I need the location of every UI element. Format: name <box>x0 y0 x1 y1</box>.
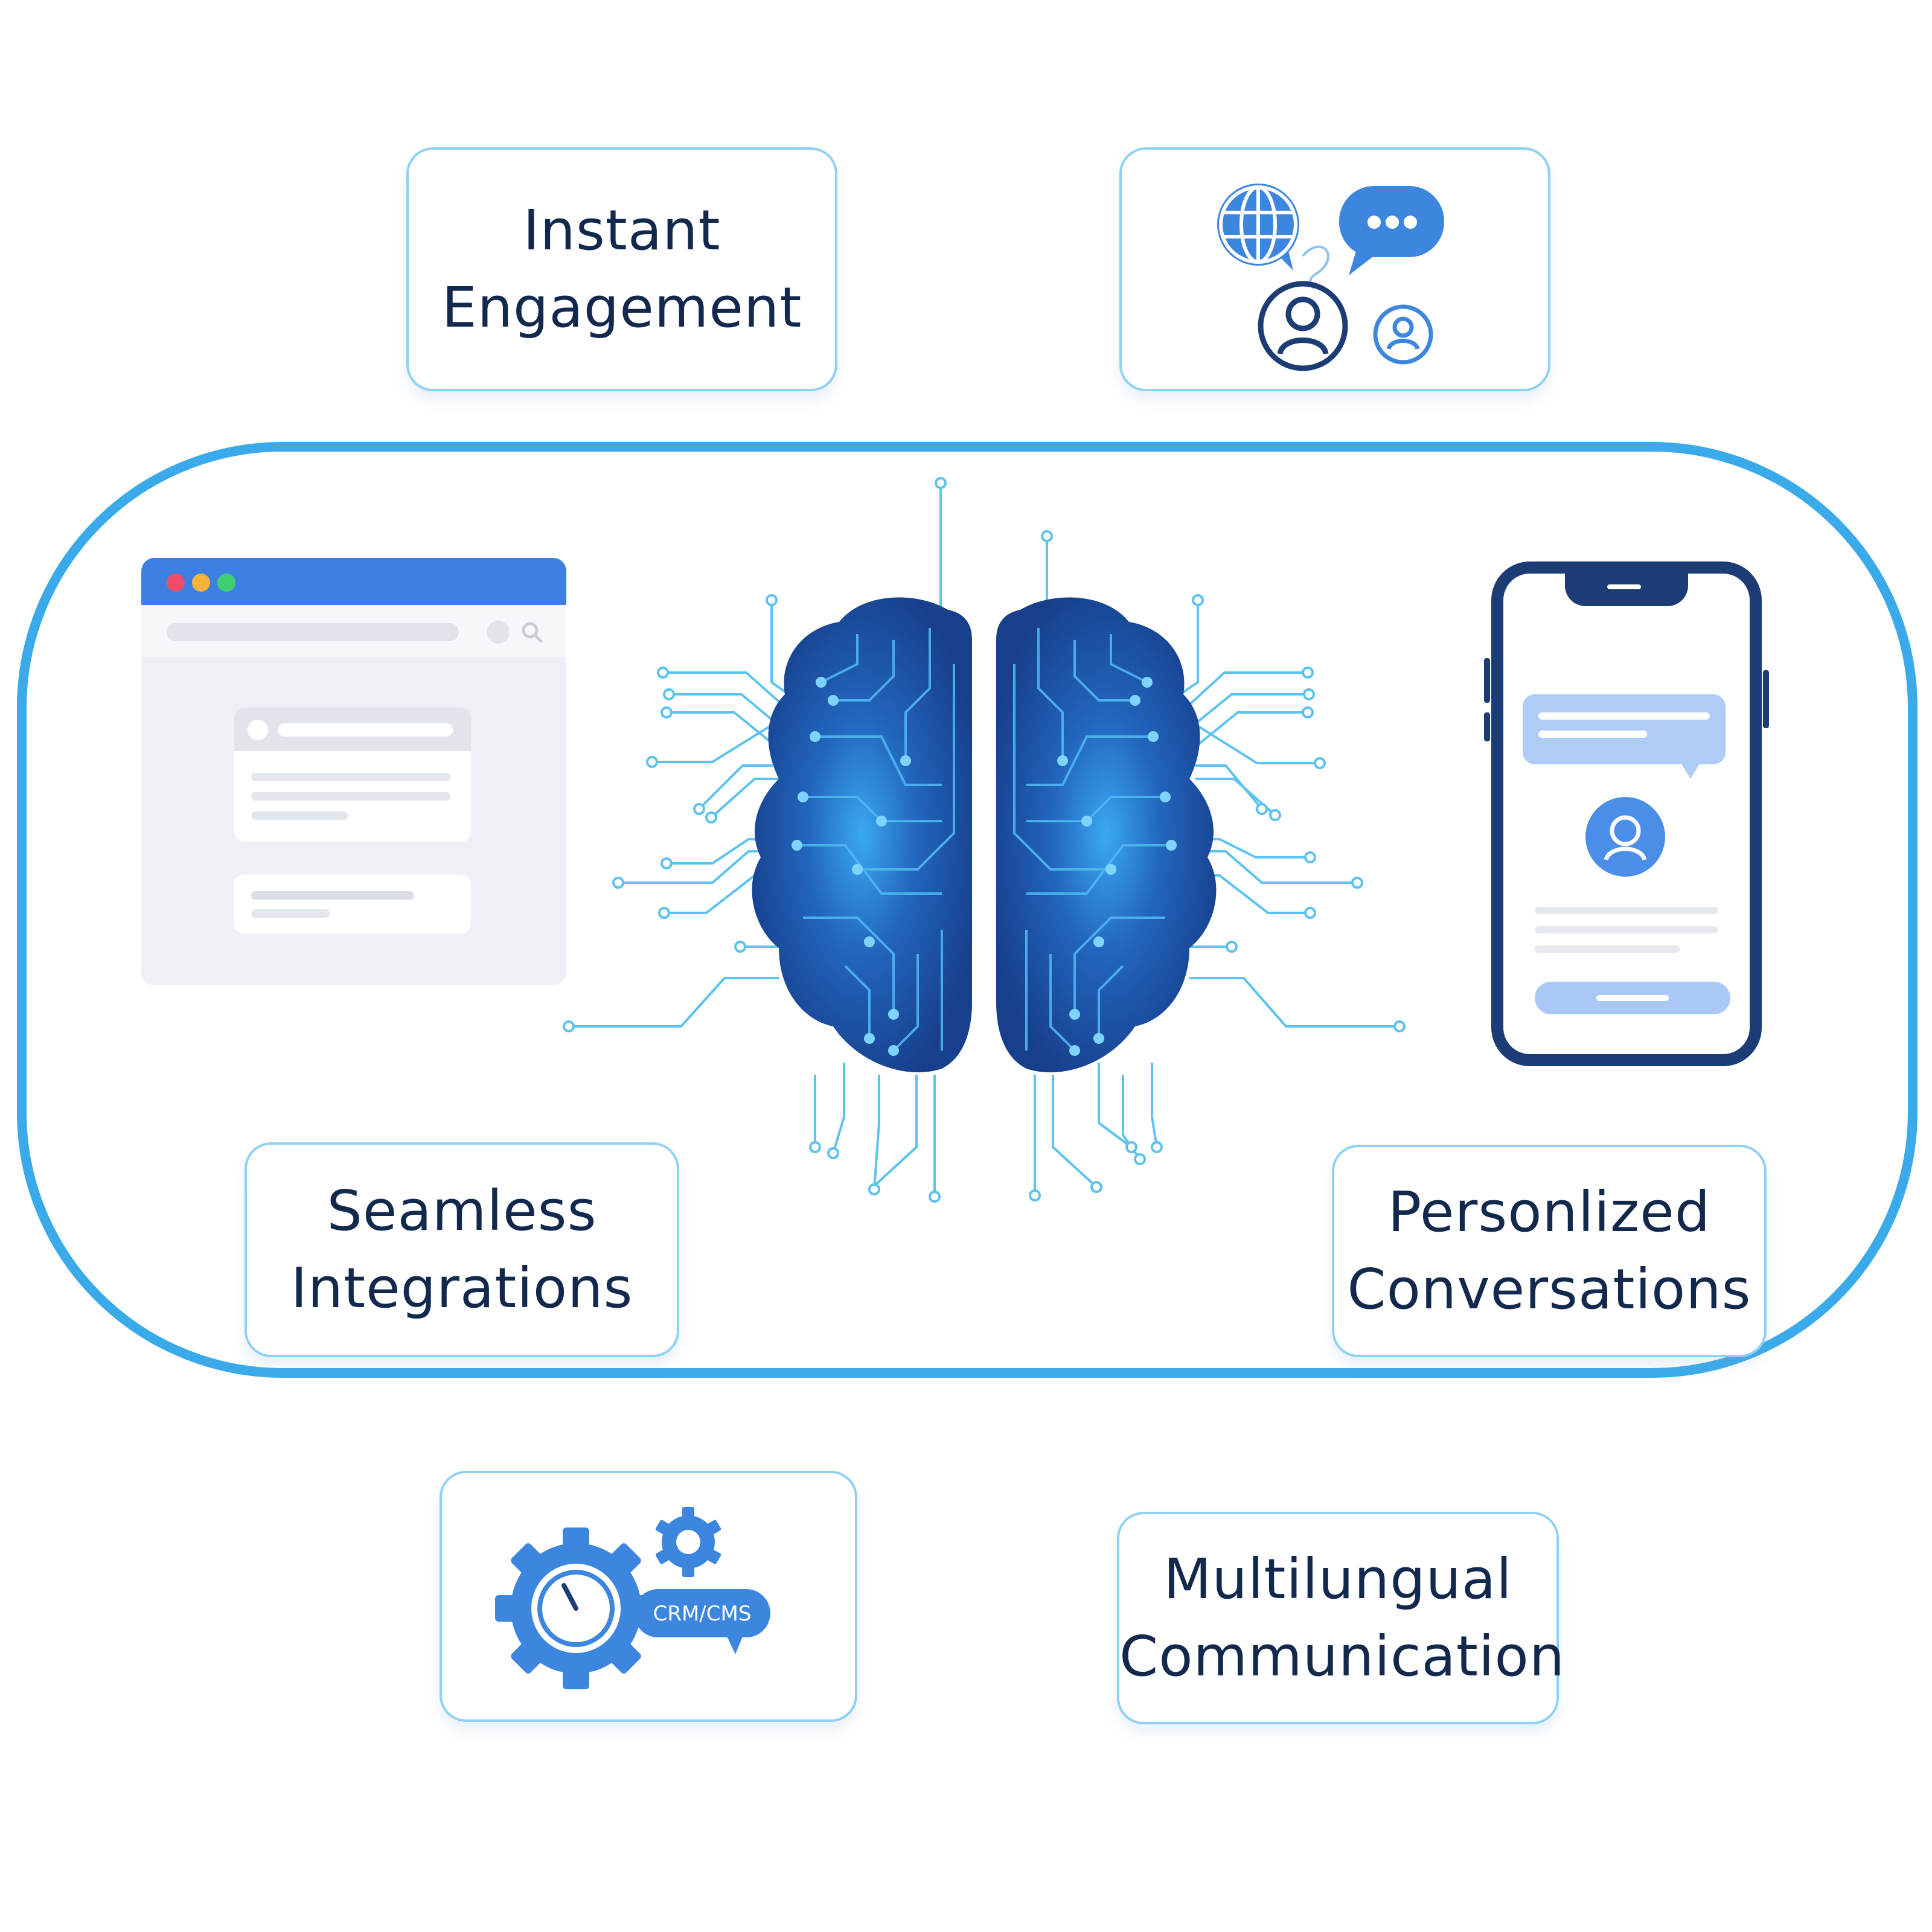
browser-title-bar <box>141 558 566 605</box>
browser-button <box>487 621 510 644</box>
gauge-icon <box>531 1564 621 1653</box>
personalized-conversations-label: Personlized Conversations <box>1334 1174 1764 1328</box>
phone-chat-bubble <box>1523 694 1726 764</box>
search-icon <box>522 622 543 643</box>
phone-side-button <box>1484 658 1490 703</box>
crm-integration-card[interactable]: CRM/CMS <box>440 1471 857 1722</box>
phone-side-button-2 <box>1484 712 1490 741</box>
seamless-integrations-line-2: Integrations <box>290 1256 633 1320</box>
multilingual-communication-line-1: Multilungual <box>1163 1547 1512 1611</box>
crm-icon-group: CRM/CMS <box>495 1507 770 1689</box>
small-gear-icon <box>655 1507 721 1577</box>
multilingual-communication-label: Multilungual Communication <box>1119 1541 1566 1695</box>
browser-close-dot <box>167 574 185 592</box>
content-panel-secondary <box>234 874 471 933</box>
browser-maximize-dot <box>217 574 235 592</box>
user-circle-icon <box>1258 281 1348 371</box>
seamless-integrations-label: Seamless Integrations <box>247 1172 677 1327</box>
multilingual-users-card[interactable] <box>1119 147 1550 391</box>
globe-icon <box>1217 184 1299 270</box>
multilingual-communication-card[interactable]: Multilungual Communication <box>1117 1512 1566 1724</box>
left-hemisphere <box>752 597 972 1073</box>
browser-minimize-dot <box>192 574 210 592</box>
instant-engagement-card[interactable]: Instant Engagement <box>406 147 837 391</box>
phone-action-button <box>1535 982 1730 1014</box>
crm-badge-label: CRM/CMS <box>653 1602 752 1626</box>
content-panel <box>234 708 471 842</box>
seamless-integrations-line-1: Seamless <box>327 1179 597 1243</box>
crm-badge: CRM/CMS <box>634 1589 770 1654</box>
instant-engagement-line-1: Instant <box>523 198 721 263</box>
platform-frame <box>17 442 1918 1378</box>
smartphone-chat-icon <box>1491 561 1762 1066</box>
user-circle-small-icon <box>1373 304 1433 365</box>
seamless-integrations-card[interactable]: Seamless Integrations <box>245 1142 679 1357</box>
chat-bubble-icon <box>1339 186 1444 275</box>
right-hemisphere <box>996 597 1217 1073</box>
browser-window-icon <box>141 558 566 985</box>
instant-engagement-label: Instant Engagement <box>409 192 835 347</box>
personalized-conversations-line-2: Conversations <box>1347 1257 1751 1322</box>
phone-avatar-icon <box>1585 797 1665 877</box>
phone-notch <box>1565 571 1688 606</box>
personalized-conversations-line-1: Personlized <box>1387 1180 1711 1244</box>
phone-power-button <box>1763 670 1769 728</box>
users-icon-group <box>1217 184 1444 371</box>
personalized-conversations-card[interactable]: Personlized Conversations <box>1332 1145 1767 1357</box>
browser-address-bar <box>167 623 459 641</box>
instant-engagement-line-2: Engagement <box>441 275 802 340</box>
multilingual-communication-line-2: Communication <box>1119 1624 1566 1689</box>
